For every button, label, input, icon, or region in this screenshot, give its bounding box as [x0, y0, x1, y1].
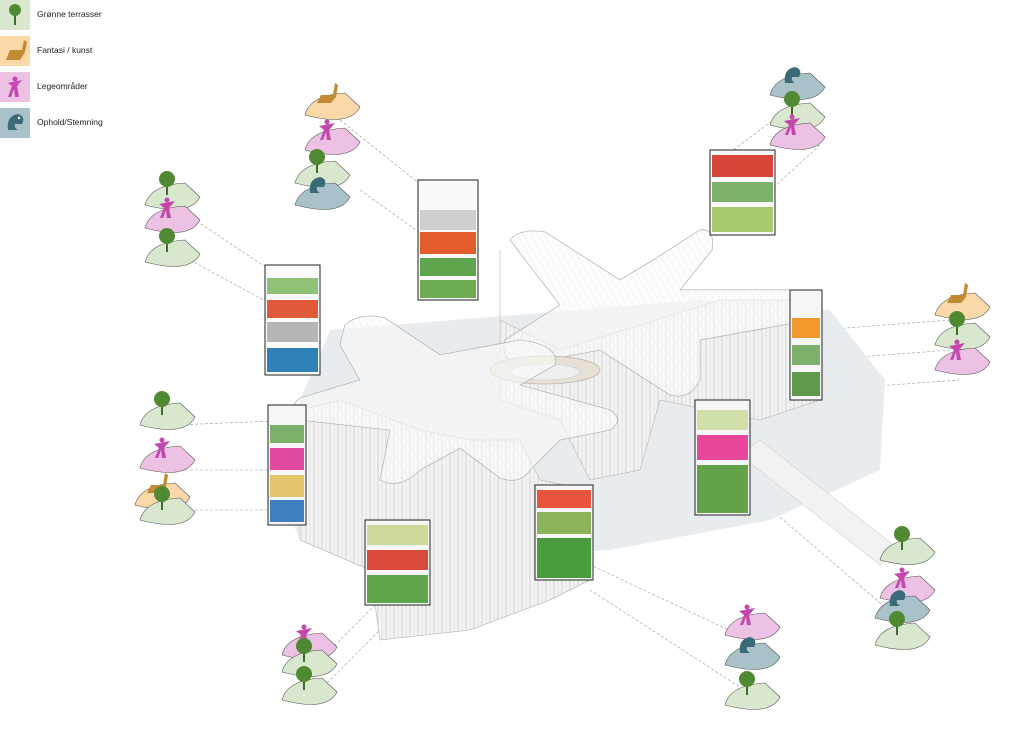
wedge-green: [879, 526, 936, 565]
playing-figure-icon: [784, 114, 800, 135]
legend-label: Ophold/Stemning: [37, 117, 103, 127]
tree-icon: [154, 391, 170, 415]
tree-icon: [894, 526, 910, 550]
playing-figure-icon: [8, 76, 22, 97]
building-terraces: [267, 289, 823, 606]
tree-icon: [949, 311, 965, 335]
tree-icon: [9, 4, 21, 25]
playing-figure-icon: [154, 437, 170, 458]
wedge-pink: [144, 197, 201, 233]
bird-icon: [7, 114, 24, 130]
tree-icon: [784, 91, 800, 115]
terrace-stack-east: [694, 399, 751, 516]
tree-icon: [296, 666, 312, 690]
playing-figure-icon: [894, 567, 910, 588]
giraffe-icon: [317, 83, 338, 103]
wedge-green: [874, 611, 931, 650]
wedge-teal: [874, 590, 931, 623]
tree-icon: [159, 228, 175, 252]
wedge-orange: [934, 283, 991, 320]
tree-icon: [154, 486, 170, 510]
terrace-stack-northeast: [789, 289, 823, 401]
bird-icon: [309, 177, 326, 193]
legend-label: Fantasi / kunst: [37, 45, 93, 55]
wedge-green: [294, 149, 351, 188]
legend-swatches: [0, 0, 30, 138]
playing-figure-icon: [159, 197, 175, 218]
wedge-pink: [934, 339, 991, 375]
wedge-green: [281, 666, 338, 705]
exploded-stack-2: [417, 179, 479, 301]
wedge-green: [144, 228, 201, 267]
wedge-green: [769, 91, 826, 130]
wedge-pink: [139, 437, 196, 473]
wedge-green: [139, 486, 196, 525]
legend-item-pink: Legeområder: [0, 72, 200, 102]
bird-icon: [889, 590, 906, 606]
tree-icon: [889, 611, 905, 635]
playing-figure-icon: [319, 119, 335, 140]
wedge-orange: [304, 83, 361, 120]
terrace-stack-south: [364, 519, 431, 606]
terrace-stack-southeast: [534, 484, 594, 581]
bird-icon: [739, 637, 756, 653]
wedge-teal: [724, 637, 781, 670]
legend-item-orange: Fantasi / kunst: [0, 36, 200, 66]
tree-icon: [739, 671, 755, 695]
wedge-teal: [294, 177, 351, 210]
tree-icon: [296, 638, 312, 662]
playing-figure-icon: [739, 604, 755, 625]
terrace-stack-west: [267, 404, 307, 526]
playing-figure-icon: [949, 339, 965, 360]
wedge-pink: [304, 119, 361, 155]
tree-icon: [309, 149, 325, 173]
wedge-green: [724, 671, 781, 710]
giraffe-icon: [947, 283, 968, 303]
tree-icon: [159, 171, 175, 195]
wedge-green: [281, 638, 338, 677]
wedge-teal: [769, 67, 826, 100]
exploded-stack-1: [264, 264, 321, 376]
exploded-stack-3: [709, 149, 776, 236]
front-star-building: [292, 315, 618, 641]
bird-icon: [784, 67, 801, 83]
wedge-pink: [769, 114, 826, 150]
floating-wedges: [134, 67, 991, 710]
legend-label: Grønne terrasser: [37, 9, 102, 19]
legend-label: Legeområder: [37, 81, 88, 91]
wedge-green: [139, 391, 196, 430]
exploded-stacks: [264, 149, 776, 376]
wedge-pink: [724, 604, 781, 640]
legend-item-green: Grønne terrasser: [0, 0, 200, 30]
legend-item-teal: Ophold/Stemning: [0, 108, 200, 138]
giraffe-icon: [6, 40, 27, 60]
